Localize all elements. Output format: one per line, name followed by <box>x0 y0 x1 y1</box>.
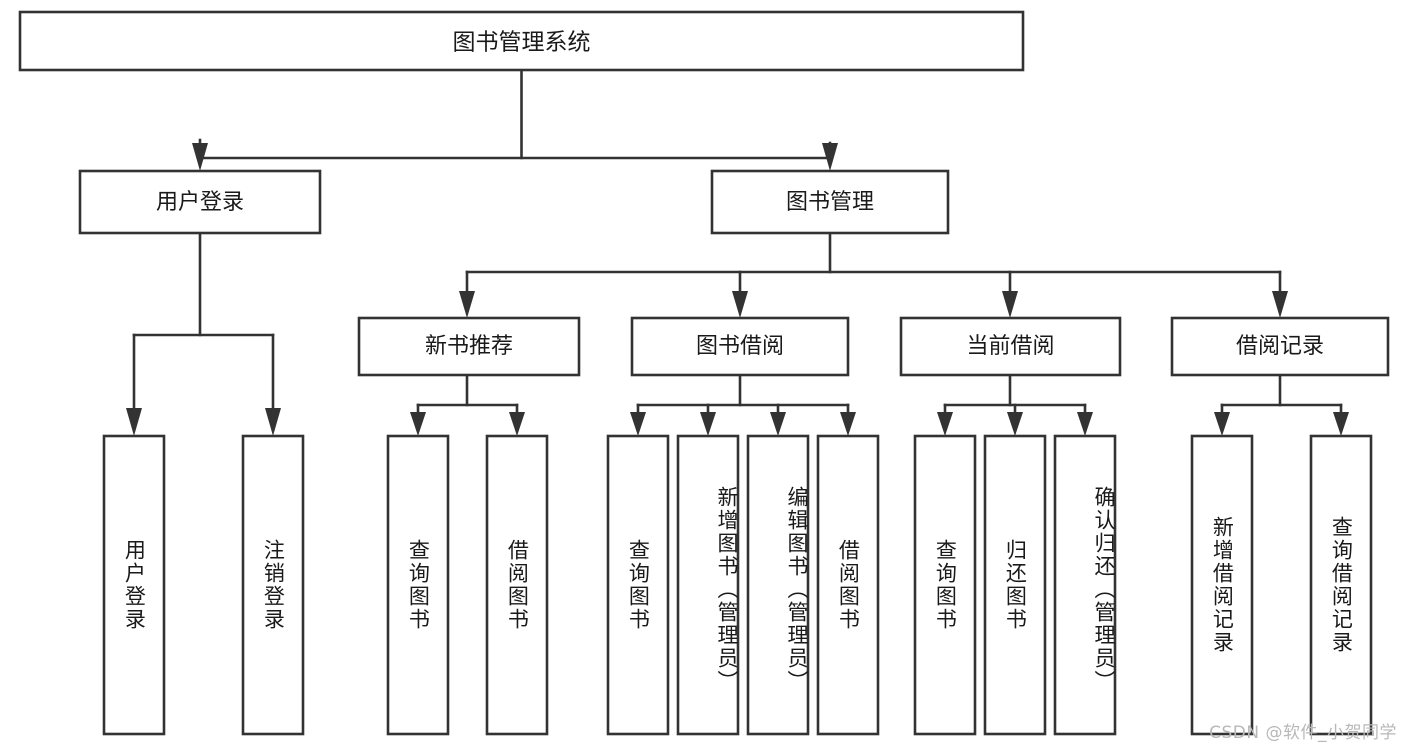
node-box-title[interactable] <box>18 10 1025 72</box>
node-box-leaf-query-record[interactable] <box>1309 434 1373 736</box>
node-box-new-book-recommend[interactable] <box>357 316 581 377</box>
node-box-leaf-logout[interactable] <box>241 434 305 736</box>
node-box-borrow-record[interactable] <box>1170 316 1390 377</box>
node-label-borrow-record: 借阅记录 <box>1236 334 1324 359</box>
arrow-to-book-borrow <box>732 291 748 318</box>
watermark-text: CSDN @软件_小贺同学 <box>1209 723 1397 743</box>
arrow-to-borrow-record <box>1272 291 1288 318</box>
node-label-book-borrow: 图书借阅 <box>696 334 784 359</box>
arrow-to-leaf-borrow-book-1 <box>509 412 525 436</box>
arrow-to-user-login <box>192 143 208 171</box>
connector-group-root <box>192 68 838 171</box>
connector-group-new-book-recommend <box>410 373 525 436</box>
connector-group-current-borrow <box>937 373 1093 436</box>
node-box-leaf-edit-book[interactable] <box>746 434 810 736</box>
node-label-book-management: 图书管理 <box>786 190 874 215</box>
connector-group-user-login <box>126 231 281 436</box>
connector-group-borrow-record <box>1214 373 1349 436</box>
node-box-leaf-add-book[interactable] <box>676 434 740 736</box>
node-box-leaf-borrow-book-1[interactable] <box>485 434 549 736</box>
arrow-to-leaf-add-book <box>700 412 716 436</box>
connector-group-book-management <box>459 231 1288 318</box>
node-box-leaf-user-login[interactable] <box>102 434 166 736</box>
arrow-to-leaf-query-book-3 <box>937 412 953 436</box>
arrow-to-leaf-borrow-book-2 <box>840 412 856 436</box>
node-box-book-management[interactable] <box>710 169 950 235</box>
node-box-leaf-query-book-1[interactable] <box>386 434 450 736</box>
node-label-current-borrow: 当前借阅 <box>966 334 1054 359</box>
arrow-to-book-management <box>822 143 838 171</box>
arrow-to-leaf-confirm-return <box>1077 412 1093 436</box>
arrow-to-leaf-user-login <box>126 408 142 436</box>
arrow-to-leaf-edit-book <box>770 412 786 436</box>
node-box-leaf-query-book-3[interactable] <box>913 434 977 736</box>
arrow-to-leaf-return-book <box>1007 412 1023 436</box>
arrow-to-current-borrow <box>1002 291 1018 318</box>
node-box-leaf-return-book[interactable] <box>983 434 1047 736</box>
arrow-to-new-book-recommend <box>459 291 475 318</box>
node-box-current-borrow[interactable] <box>899 316 1122 377</box>
arrow-to-leaf-query-book-1 <box>410 412 426 436</box>
node-label-new-book-recommend: 新书推荐 <box>425 334 513 359</box>
node-label-title: 图书管理系统 <box>453 30 591 56</box>
node-box-book-borrow[interactable] <box>630 316 850 377</box>
node-box-leaf-borrow-book-2[interactable] <box>816 434 880 736</box>
arrow-to-leaf-logout <box>265 408 281 436</box>
connector-group-book-borrow <box>630 373 856 436</box>
arrow-to-leaf-query-record <box>1333 412 1349 436</box>
node-box-leaf-add-record[interactable] <box>1190 434 1254 736</box>
node-box-user-login[interactable] <box>78 169 322 235</box>
arrow-to-leaf-add-record <box>1214 412 1230 436</box>
node-box-leaf-query-book-2[interactable] <box>606 434 670 736</box>
node-label-user-login: 用户登录 <box>156 190 244 215</box>
arrow-to-leaf-query-book-2 <box>630 412 646 436</box>
node-box-leaf-confirm-return[interactable] <box>1053 434 1117 736</box>
